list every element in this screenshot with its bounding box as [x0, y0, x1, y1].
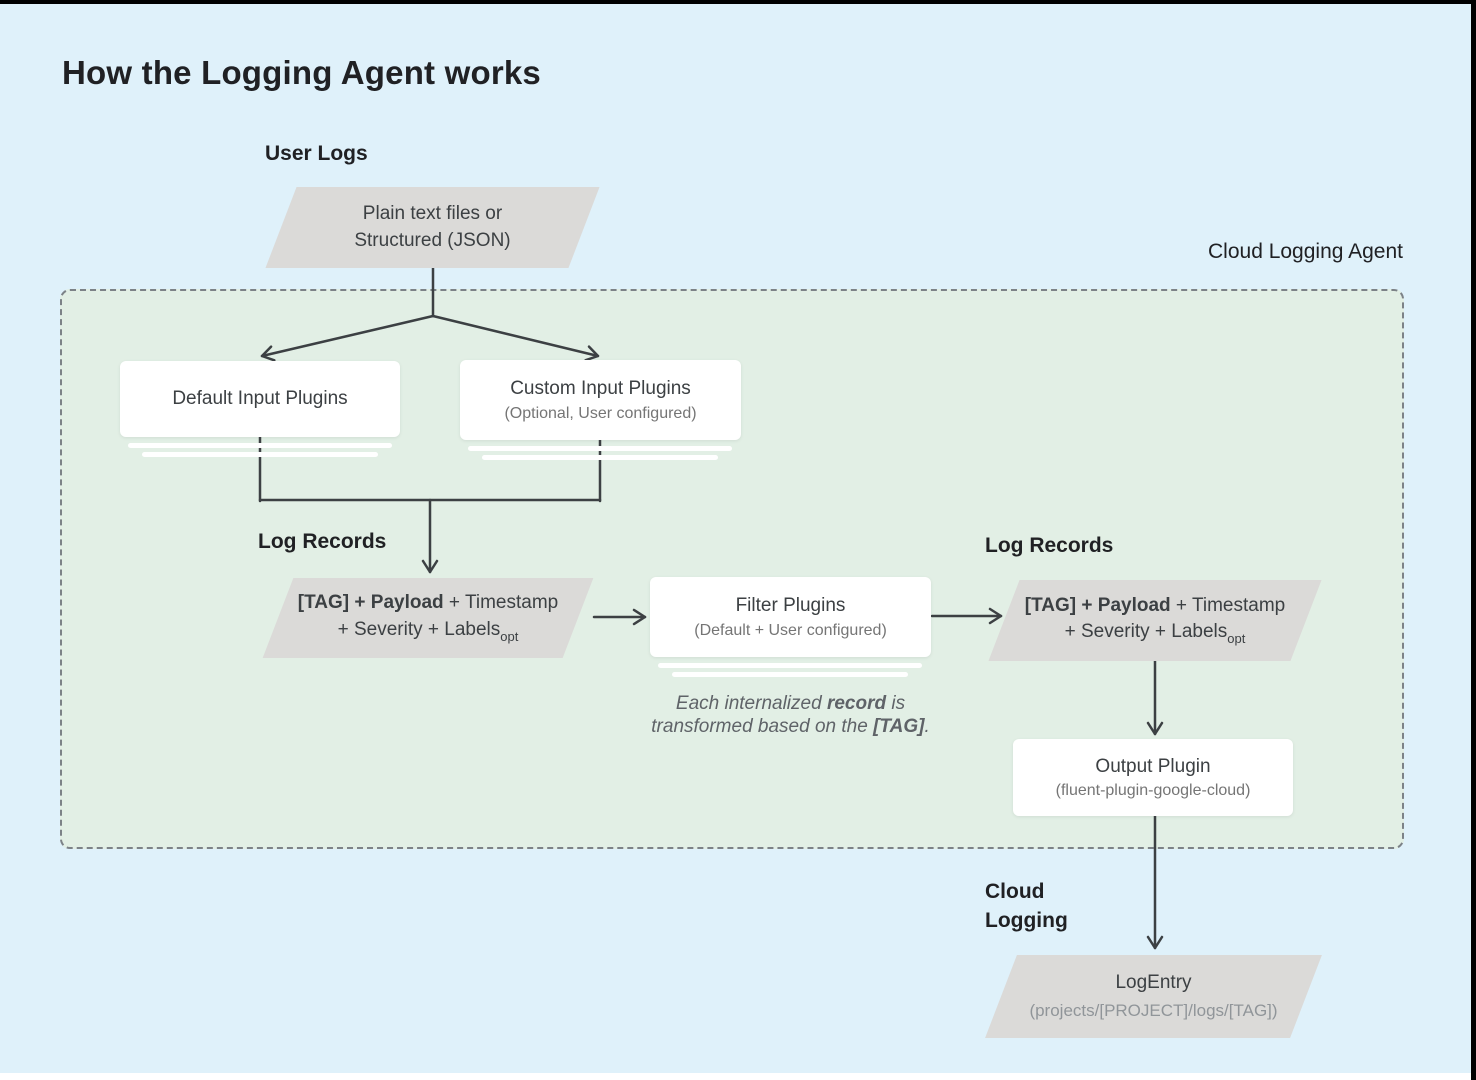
note-bold-tag: [TAG] [873, 716, 925, 738]
edge-split-to-custom [431, 314, 600, 362]
log-entry-subtitle: (projects/[PROJECT]/logs/[TAG]) [1029, 1000, 1278, 1020]
edge-split-to-default [260, 314, 435, 362]
filter-note-line2: transformed based on the [TAG]. [620, 715, 961, 738]
stack-line [128, 443, 392, 448]
node-user-logs-source: Plain text files or Structured (JSON) [265, 187, 600, 268]
label-user-logs: User Logs [265, 142, 368, 165]
stack-line [482, 455, 718, 460]
output-plugin-title: Output Plugin [1095, 755, 1211, 777]
log-record-left-bold: [TAG] + Payload [297, 592, 444, 614]
log-record-right-line1: [TAG] + Payload + Timestamp [1025, 593, 1285, 620]
stack-line [672, 672, 908, 677]
node-custom-input-plugins: Custom Input Plugins (Optional, User con… [460, 360, 741, 440]
custom-input-plugins-title: Custom Input Plugins [510, 378, 691, 400]
log-record-left-line2: + Severity + Labelsopt [338, 617, 519, 646]
log-record-right-subscript: opt [1227, 631, 1246, 647]
node-log-record-right: [TAG] + Payload + Timestamp + Severity +… [988, 580, 1322, 661]
label-log-records-left: Log Records [258, 530, 387, 553]
log-record-left-line1: [TAG] + Payload + Timestamp [298, 590, 558, 617]
node-log-entry: LogEntry (projects/[PROJECT]/logs/[TAG]) [985, 955, 1322, 1038]
label-log-records-right: Log Records [985, 534, 1114, 557]
user-logs-source-line1: Plain text files or [362, 202, 503, 224]
note-text: Each internalized [675, 693, 827, 714]
node-log-record-left: [TAG] + Payload + Timestamp + Severity +… [262, 578, 594, 658]
log-record-left-line2-text: + Severity + Labels [337, 618, 501, 640]
label-cloud-logging-line2: Logging [985, 909, 1068, 932]
right-border-bar [1471, 0, 1476, 1080]
user-logs-source-line2: Structured (JSON) [354, 229, 511, 251]
log-record-left-rest: + Timestamp [443, 592, 559, 614]
filter-plugins-title: Filter Plugins [735, 595, 846, 617]
default-input-plugins-title: Default Input Plugins [172, 388, 348, 410]
custom-input-plugins-subtitle: (Optional, User configured) [504, 404, 697, 422]
log-record-left-subscript: opt [500, 628, 519, 644]
node-default-input-plugins: Default Input Plugins [120, 361, 400, 437]
bottom-white-strip [0, 1073, 1476, 1080]
node-output-plugin: Output Plugin (fluent-plugin-google-clou… [1013, 739, 1293, 816]
label-cloud-logging: Cloud Logging [985, 877, 1068, 935]
filter-plugins-subtitle: (Default + User configured) [694, 621, 887, 639]
top-border-bar [0, 0, 1476, 4]
filter-note: Each internalized record is transformed … [620, 692, 961, 738]
note-text: transformed based on the [651, 716, 874, 738]
label-cloud-logging-agent: Cloud Logging Agent [1208, 240, 1403, 263]
log-record-right-bold: [TAG] + Payload [1024, 594, 1171, 616]
log-entry-title: LogEntry [1115, 972, 1192, 994]
output-plugin-subtitle: (fluent-plugin-google-cloud) [1055, 782, 1251, 800]
note-text: is [886, 693, 906, 714]
label-cloud-logging-line1: Cloud [985, 880, 1045, 903]
page-title: How the Logging Agent works [62, 54, 541, 91]
stack-line [658, 663, 922, 668]
stack-line [468, 446, 732, 451]
filter-note-line1: Each internalized record is [620, 692, 961, 715]
log-record-right-line2-text: + Severity + Labels [1064, 621, 1228, 643]
note-text: . [924, 716, 930, 738]
log-record-right-line2: + Severity + Labelsopt [1065, 619, 1246, 648]
note-bold-record: record [826, 693, 887, 714]
log-record-right-rest: + Timestamp [1170, 594, 1286, 616]
node-filter-plugins: Filter Plugins (Default + User configure… [650, 577, 931, 657]
stack-line [142, 452, 378, 457]
